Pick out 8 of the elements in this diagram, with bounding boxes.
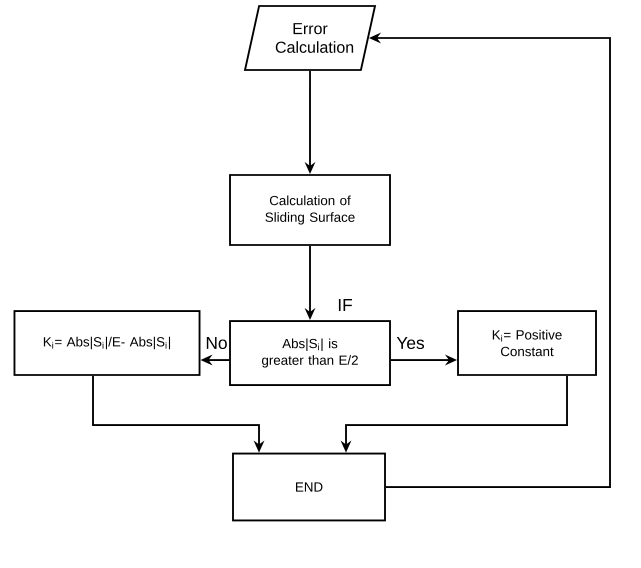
edge-label: IF <box>336 298 354 312</box>
process-box: Calculation of Sliding Surface <box>229 174 391 246</box>
process-box: K$_{i}$= Abs|S$_{i}$|/E- Abs|S$_{i}$| <box>14 310 200 376</box>
process-box: END <box>232 452 386 522</box>
process-box: K$_{i}$= Positive Constant <box>457 310 597 376</box>
edge-label: Yes <box>395 336 426 350</box>
process-box: Abs|S$_{i}$| is greater than E/2 <box>229 320 391 386</box>
edge-label: No <box>204 336 229 350</box>
